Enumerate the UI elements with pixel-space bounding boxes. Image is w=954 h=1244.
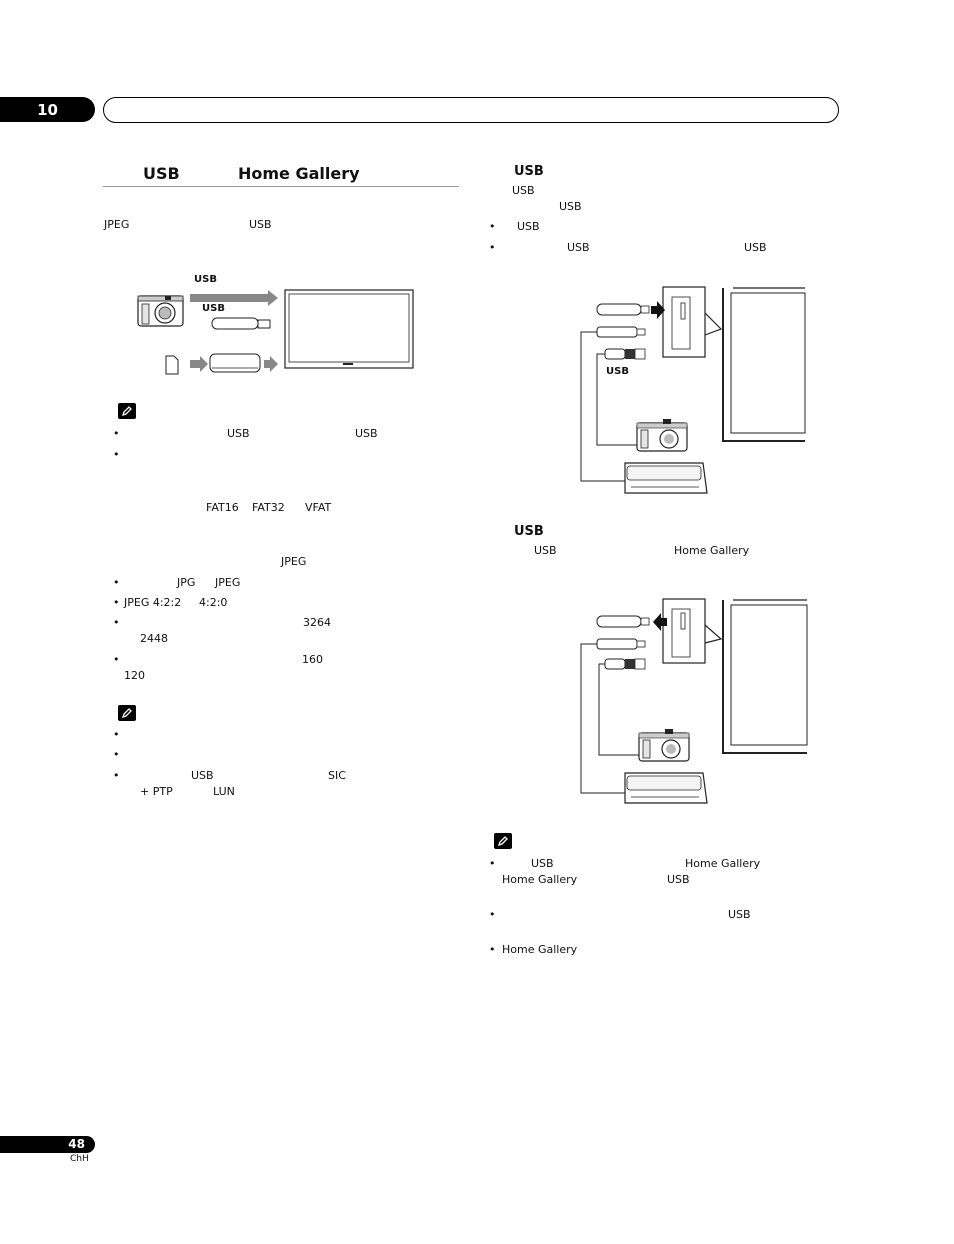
note2-ptp: + PTP (140, 785, 173, 798)
diagram-label-usb-top: USB (194, 274, 217, 285)
right-note-usb-2: USB (667, 873, 690, 886)
note1-jpeg: JPEG (281, 555, 307, 568)
bullet: • (113, 653, 120, 666)
cable-plug-icon (596, 348, 646, 446)
arrow-icon (190, 290, 278, 306)
bullet: • (489, 220, 496, 233)
section-title-gallery: Home Gallery (238, 164, 360, 183)
note1-jpg: JPG (177, 576, 196, 589)
note-pencil-icon (494, 833, 512, 849)
subsection2-gallery: Home Gallery (674, 544, 750, 557)
bullet: • (489, 943, 496, 956)
bullet: • (489, 241, 496, 254)
arrow-icon (264, 356, 278, 372)
subsection1-bullet1-usb: USB (517, 220, 540, 233)
card-reader-icon (624, 462, 708, 494)
note1-usb-2: USB (355, 427, 378, 440)
subsection1-usb-1: USB (512, 184, 535, 197)
right-note-usb: USB (531, 857, 554, 870)
camera-icon (638, 729, 690, 762)
note1-fat32: FAT32 (252, 501, 285, 514)
arrow-icon (190, 356, 208, 372)
bullet: • (489, 908, 496, 921)
note1-fat16: FAT16 (206, 501, 239, 514)
note1-usb-1: USB (227, 427, 250, 440)
bullet: • (489, 857, 496, 870)
intro-usb: USB (249, 218, 272, 231)
note1-2448: 2448 (140, 632, 168, 645)
arrow-right-icon (651, 301, 665, 319)
intro-jpeg: JPEG (104, 218, 130, 231)
subsection1-bullet2-usb-a: USB (567, 241, 590, 254)
tv-panel-icon (662, 286, 806, 442)
cable-plug-icon (580, 326, 646, 482)
right-note-gallery: Home Gallery (685, 857, 761, 870)
bullet: • (113, 748, 120, 761)
tv-panel-icon (662, 598, 808, 754)
subsection1-bullet2-usb-b: USB (744, 241, 767, 254)
cable-plug-icon (598, 658, 646, 756)
right-note-gallery-3: Home Gallery (502, 943, 578, 956)
bullet: • (113, 596, 120, 609)
chapter-title-bar (103, 97, 839, 123)
usb-stick-icon (211, 317, 271, 330)
note1-jpeg422: JPEG 4:2:2 (124, 596, 182, 609)
tv-screen-icon (284, 289, 414, 369)
chapter-number-tab: 10 (0, 97, 95, 122)
usb-stick-icon (596, 615, 650, 628)
usb-stick-icon (596, 303, 650, 316)
note1-jpeg2: JPEG (215, 576, 241, 589)
card-reader-icon (624, 772, 708, 804)
diagram1-label-usb: USB (606, 366, 629, 377)
note2-sic: SIC (328, 769, 346, 782)
note-pencil-icon (118, 705, 136, 721)
subsection1-usb-2: USB (559, 200, 582, 213)
disconnect-diagram (580, 598, 808, 804)
note1-3264: 3264 (303, 616, 331, 629)
note2-lun: LUN (213, 785, 235, 798)
camera-icon (137, 295, 184, 327)
note1-420: 4:2:0 (199, 596, 228, 609)
page-number-tab: 48 (0, 1136, 95, 1153)
right-note-usb-3: USB (728, 908, 751, 921)
note1-160: 160 (302, 653, 323, 666)
bullet: • (113, 427, 120, 440)
bullet: • (113, 769, 120, 782)
camera-icon (636, 419, 688, 452)
bullet: • (113, 616, 120, 629)
card-reader-icon (209, 353, 261, 373)
connection-overview-diagram (137, 289, 414, 375)
connect-diagram (580, 286, 806, 494)
note2-usb: USB (191, 769, 214, 782)
section-rule (103, 186, 459, 187)
memory-card-icon (165, 355, 179, 375)
chapter-number: 10 (37, 100, 58, 119)
page-number: 48 (68, 1137, 85, 1151)
cable-plug-icon (580, 638, 646, 794)
section-title-usb: USB (143, 164, 180, 183)
bullet: • (113, 576, 120, 589)
language-code: ChH (70, 1154, 89, 1164)
note1-120: 120 (124, 669, 145, 682)
note1-vfat: VFAT (305, 501, 332, 514)
bullet: • (113, 728, 120, 741)
note-pencil-icon (118, 403, 136, 419)
diagram-label-usb-mid: USB (202, 303, 225, 314)
bullet: • (113, 448, 120, 461)
arrow-left-icon (653, 613, 667, 631)
subsection-connect-title: USB (514, 164, 544, 179)
subsection2-usb: USB (534, 544, 557, 557)
right-note-gallery-2: Home Gallery (502, 873, 578, 886)
subsection-disconnect-title: USB (514, 524, 544, 539)
